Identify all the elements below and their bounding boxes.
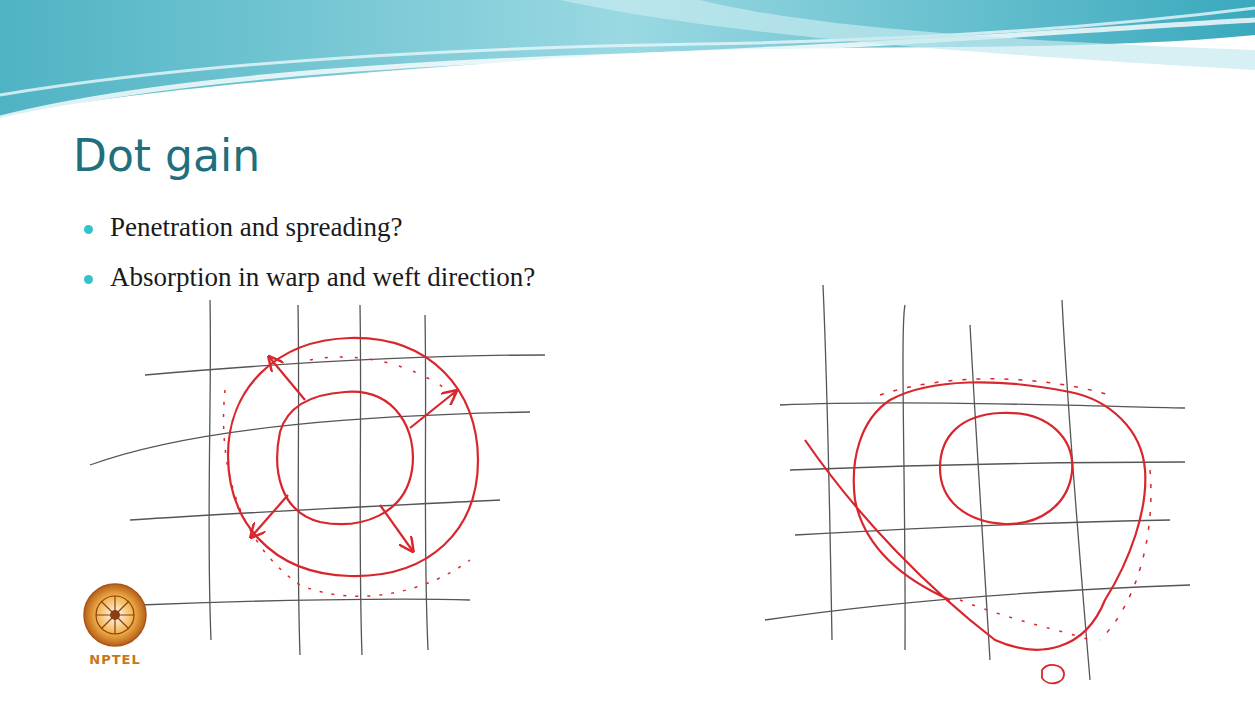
ink-dot-spread [224,338,478,596]
logo-text: NPTEL [89,652,140,667]
fabric-grid [90,300,545,655]
ink-dot-directional-spread [805,379,1151,683]
bullet-point: Absorption in warp and weft direction? [110,262,535,293]
nptel-logo [84,584,146,646]
bullet-point: Penetration and spreading? [110,212,402,243]
bullet-marker [84,225,93,234]
slide-title: Dot gain [73,130,260,181]
bullet-marker [84,275,93,284]
fabric-grid [765,285,1190,680]
header-banner [0,0,1255,118]
